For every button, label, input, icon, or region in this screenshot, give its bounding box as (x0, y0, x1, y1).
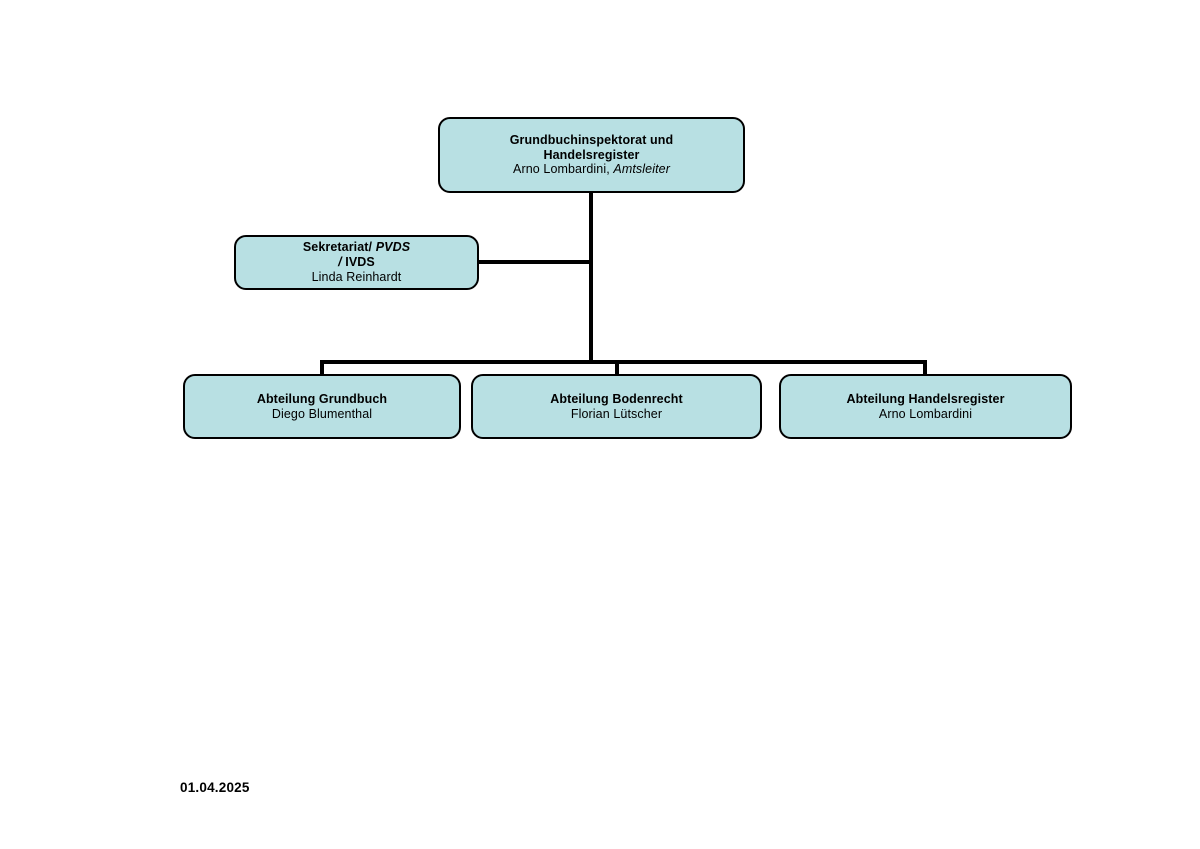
org-node-sekretariat-title-part-4: IVDS (345, 255, 375, 270)
org-node-root-title: Grundbuchinspektorat und Handelsregister (510, 133, 674, 163)
chart-date: 01.04.2025 (180, 780, 250, 795)
org-node-root-person-name: Arno Lombardini, (513, 162, 610, 177)
org-node-department-grundbuch-title: Abteilung Grundbuch (256, 391, 388, 406)
org-node-sekretariat[interactable]: Sekretariat/ PVDS / IVDS Linda Reinhardt (234, 235, 479, 290)
org-node-department-bodenrecht-title: Abteilung Bodenrecht (550, 391, 683, 406)
connector-root-to-sekretariat (478, 260, 591, 264)
org-node-department-grundbuch-person: Diego Blumenthal (271, 406, 373, 421)
org-node-department-handelsregister-person: Arno Lombardini (878, 406, 973, 421)
org-node-sekretariat-title: Sekretariat/ PVDS / IVDS (303, 240, 410, 270)
org-node-department-bodenrecht[interactable]: Abteilung Bodenrecht Florian Lütscher (471, 374, 762, 439)
org-node-sekretariat-title-part-2: PVDS (375, 240, 411, 255)
org-node-department-grundbuch[interactable]: Abteilung Grundbuch Diego Blumenthal (183, 374, 461, 439)
org-node-root-person: Arno Lombardini, Amtsleiter (513, 162, 670, 177)
connector-department-bus (320, 360, 926, 364)
org-node-sekretariat-title-part-1: Sekretariat/ (302, 240, 373, 255)
org-node-root-person-role: Amtsleiter (613, 162, 670, 177)
org-node-department-handelsregister-title: Abteilung Handelsregister (846, 391, 1005, 406)
org-node-department-bodenrecht-person: Florian Lütscher (570, 406, 663, 421)
org-node-root[interactable]: Grundbuchinspektorat und Handelsregister… (438, 117, 745, 193)
org-node-root-title-line-2: Handelsregister (543, 147, 640, 162)
org-node-root-title-line-1: Grundbuchinspektorat und (509, 132, 674, 147)
org-node-sekretariat-person: Linda Reinhardt (311, 269, 402, 284)
connector-drop-grundbuch (320, 360, 324, 376)
connector-drop-bodenrecht (615, 360, 619, 376)
org-node-sekretariat-title-part-3: / (338, 255, 342, 270)
connector-root-trunk (589, 191, 593, 364)
org-node-department-handelsregister[interactable]: Abteilung Handelsregister Arno Lombardin… (779, 374, 1072, 439)
connector-drop-handelsregister (923, 360, 927, 376)
